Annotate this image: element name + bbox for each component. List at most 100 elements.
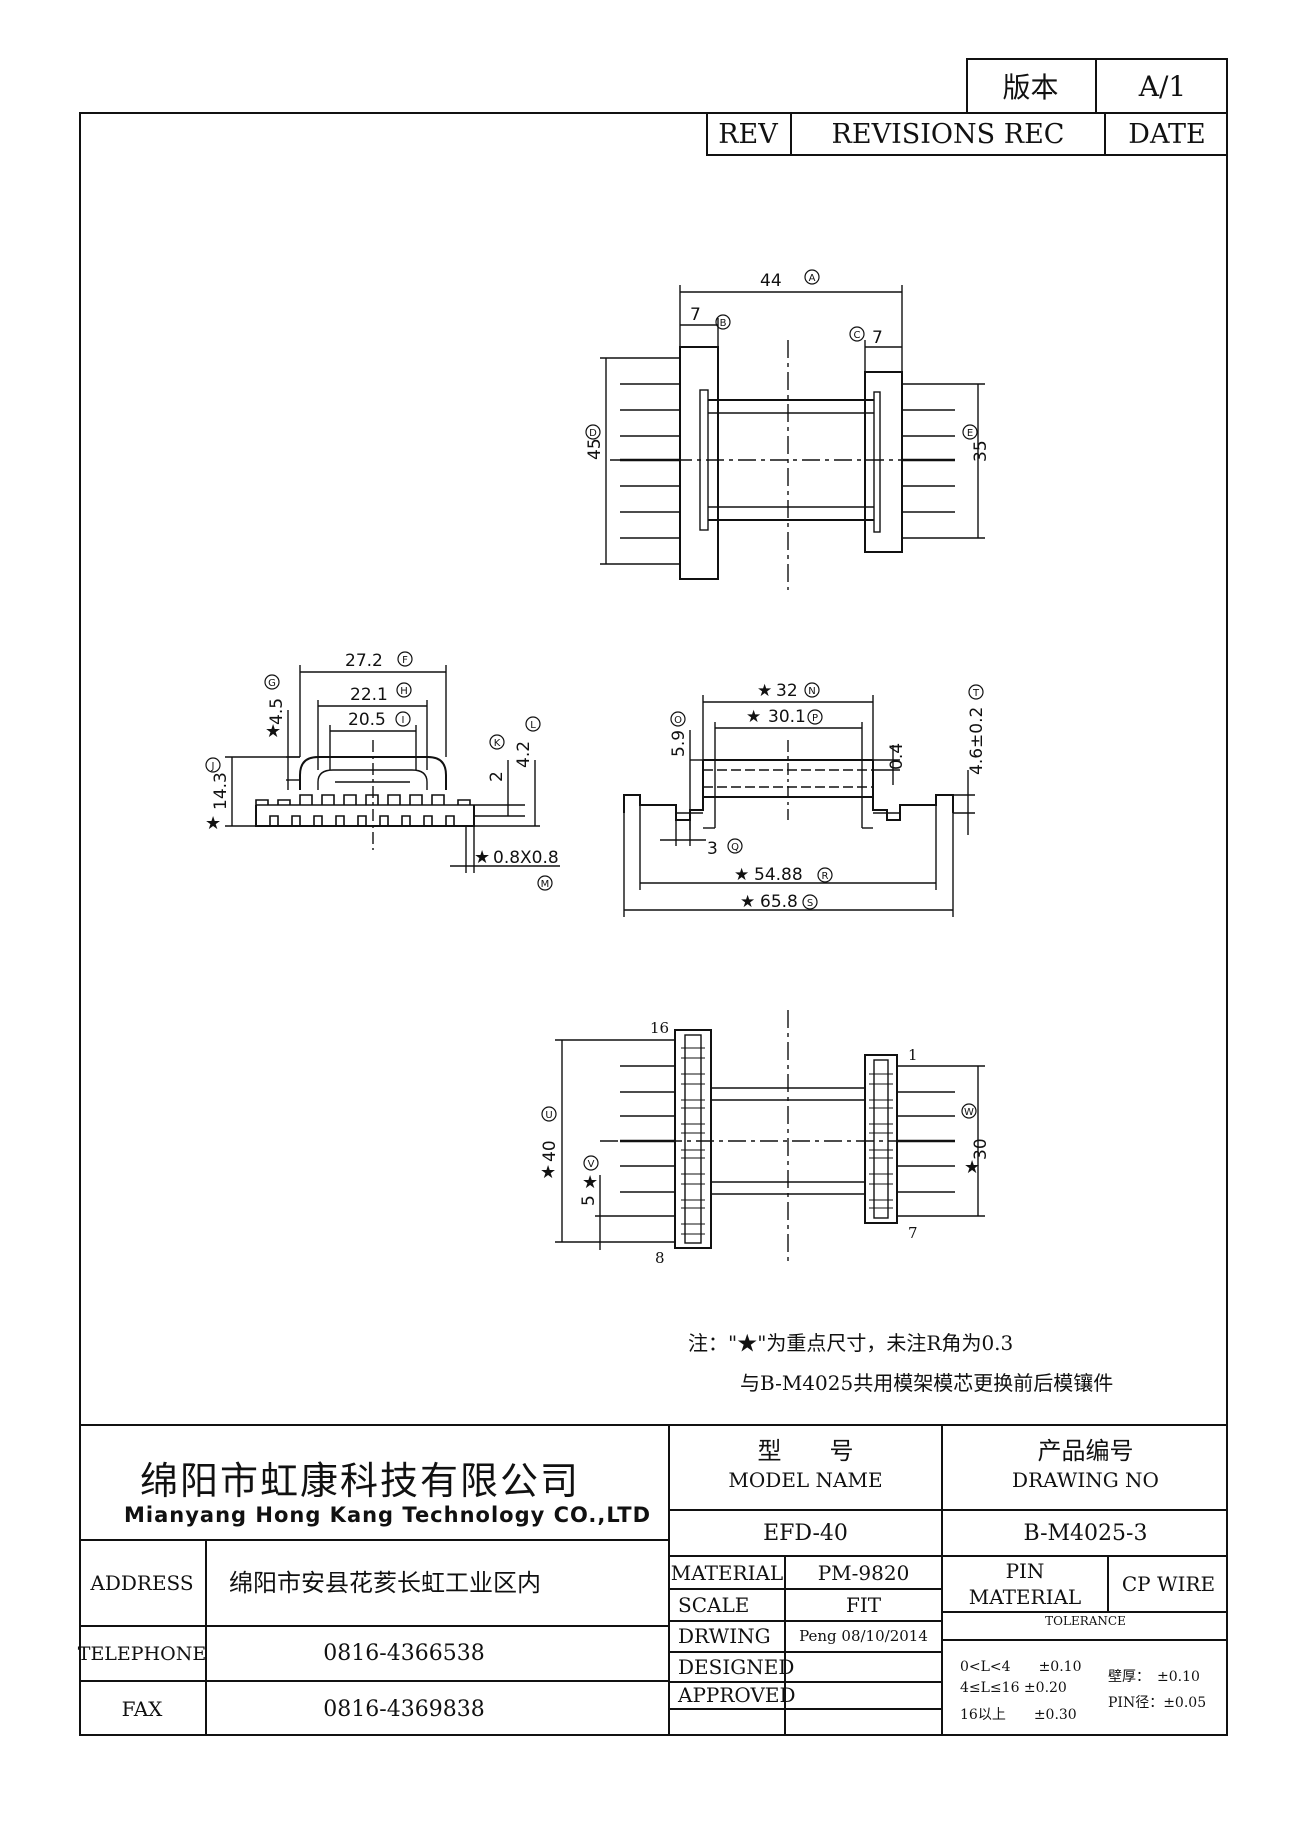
svg-text:M: M — [541, 879, 550, 890]
mid-hline-7 — [670, 1708, 941, 1710]
note-line-2: 与B-M4025共用模架模芯更换前后模镶件 — [740, 1371, 1114, 1395]
right-hline-1 — [943, 1611, 1228, 1613]
fax-value: 0816-4369838 — [323, 1696, 485, 1722]
mid-hline-4 — [670, 1620, 941, 1622]
mid-vline — [784, 1557, 786, 1736]
designed-value — [786, 1652, 941, 1681]
svg-text:★: ★ — [582, 1172, 598, 1193]
svg-text:0.4: 0.4 — [887, 743, 907, 770]
drwing-value: Peng 08/10/2014 — [799, 1627, 928, 1645]
svg-text:16: 16 — [650, 1019, 669, 1037]
bottom-view — [555, 1010, 985, 1265]
svg-text:U: U — [545, 1110, 552, 1121]
svg-text:A: A — [809, 273, 816, 284]
svg-text:★: ★ — [265, 721, 281, 742]
drawing-no-value: B-M4025-3 — [1023, 1520, 1148, 1546]
svg-text:30: 30 — [971, 1138, 991, 1160]
mid-hline-1 — [670, 1509, 1228, 1511]
technical-drawing: 44 7 7 45 35 A B C D E — [205, 269, 991, 1267]
title-hline-1 — [79, 1539, 669, 1541]
svg-text:2: 2 — [487, 771, 507, 782]
svg-text:★: ★ — [964, 1157, 980, 1178]
svg-text:54.88: 54.88 — [754, 865, 803, 885]
svg-text:H: H — [400, 686, 408, 697]
scale-value: FIT — [845, 1592, 882, 1617]
pin-material-label-2: MATERIAL — [968, 1585, 1082, 1609]
rev-header: REV — [706, 112, 792, 156]
svg-text:14.3: 14.3 — [211, 772, 231, 810]
svg-text:0.8X0.8: 0.8X0.8 — [493, 848, 559, 868]
tol-3: 16以上 ±0.30 — [960, 1707, 1077, 1723]
svg-text:★: ★ — [740, 892, 755, 912]
drwing-label: DRWING — [678, 1624, 771, 1648]
svg-text:L: L — [530, 720, 536, 731]
svg-text:D: D — [589, 428, 597, 439]
mid-hline-5 — [670, 1651, 941, 1653]
svg-text:20.5: 20.5 — [348, 710, 386, 730]
svg-text:C: C — [854, 330, 861, 341]
side-view — [225, 665, 560, 873]
svg-text:5.9: 5.9 — [669, 730, 689, 757]
revision-header — [706, 112, 1228, 156]
svg-text:30.1: 30.1 — [768, 707, 806, 727]
dim-e: 35 — [971, 440, 991, 462]
svg-text:40: 40 — [540, 1140, 560, 1162]
tolerance-label: TOLERANCE — [1045, 1614, 1126, 1628]
svg-text:W: W — [964, 1107, 974, 1118]
svg-text:★: ★ — [757, 681, 772, 701]
revisions-header: REVISIONS REC — [792, 112, 1106, 156]
telephone-label: TELEPHONE — [77, 1642, 207, 1665]
dim-a: 44 — [760, 271, 782, 291]
svg-text:22.1: 22.1 — [350, 685, 388, 705]
svg-text:N: N — [808, 686, 815, 697]
svg-text:★: ★ — [746, 707, 761, 727]
approved-label: APPROVED — [678, 1683, 796, 1707]
svg-text:E: E — [967, 428, 973, 439]
model-name-cn: 型 号 — [757, 1436, 854, 1465]
designed-label: DESIGNED — [678, 1654, 795, 1679]
model-name-value: EFD-40 — [763, 1520, 848, 1546]
svg-text:27.2: 27.2 — [345, 651, 383, 671]
svg-text:T: T — [972, 688, 980, 699]
material-label: MATERIAL — [670, 1560, 784, 1585]
pin-diameter: PIN径：±0.05 — [1108, 1695, 1207, 1711]
note-line-1: 注："★"为重点尺寸，未注R角为0.3 — [688, 1331, 1014, 1355]
svg-text:4.2: 4.2 — [514, 741, 534, 768]
svg-text:65.8: 65.8 — [760, 892, 798, 912]
address-label: ADDRESS — [90, 1571, 194, 1595]
drawing-no-en: DRAWING NO — [1012, 1468, 1159, 1492]
svg-text:4.6±0.2: 4.6±0.2 — [967, 707, 987, 775]
drawing-no-cn: 产品编号 — [1037, 1436, 1134, 1465]
company-name-en: Mianyang Hong Kang Technology CO.,LTD — [124, 1503, 652, 1527]
svg-text:F: F — [402, 655, 408, 666]
svg-text:7: 7 — [908, 1224, 918, 1242]
mid-hline-6 — [670, 1681, 941, 1683]
svg-text:★: ★ — [734, 865, 749, 885]
svg-text:O: O — [674, 715, 682, 726]
svg-text:★: ★ — [474, 847, 490, 868]
svg-text:Q: Q — [731, 842, 739, 853]
title-divider-2 — [941, 1424, 943, 1736]
svg-text:R: R — [822, 871, 829, 882]
mid-hline-2 — [670, 1555, 1228, 1557]
svg-text:S: S — [807, 898, 813, 909]
tol-2: 4≤L≤16 ±0.20 — [960, 1680, 1067, 1696]
top-view — [600, 285, 985, 590]
title-hline-3 — [79, 1680, 669, 1682]
svg-text:32: 32 — [776, 681, 798, 701]
svg-text:K: K — [494, 738, 501, 749]
pin-material-label-1: PIN — [1005, 1559, 1045, 1583]
fax-label: FAX — [121, 1697, 163, 1721]
scale-label: SCALE — [678, 1592, 750, 1617]
svg-text:★: ★ — [540, 1162, 556, 1183]
svg-text:1: 1 — [908, 1046, 918, 1064]
company-name-cn: 绵阳市虹康科技有限公司 — [140, 1459, 581, 1503]
dim-c: 7 — [872, 328, 883, 348]
material-value: PM-9820 — [817, 1560, 910, 1585]
model-name-en: MODEL NAME — [728, 1468, 883, 1492]
svg-text:P: P — [812, 713, 818, 724]
svg-text:★: ★ — [205, 813, 221, 834]
dim-b: 7 — [690, 305, 701, 325]
front-view — [623, 695, 975, 917]
right-hline-2 — [943, 1639, 1228, 1641]
